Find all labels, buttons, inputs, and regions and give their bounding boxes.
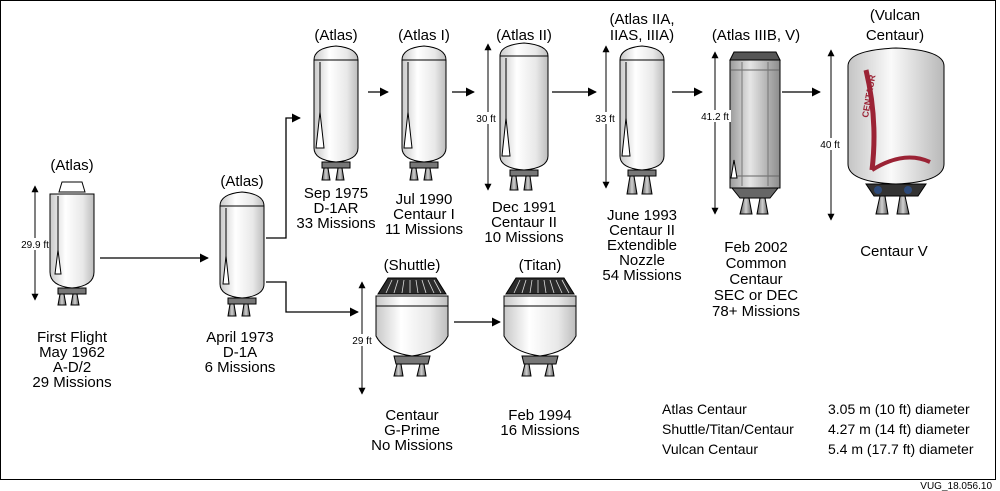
stage-c1: (Atlas I) Jul 1990 Centaur I 11 Missions: [385, 27, 463, 238]
stage-ad2-dimension-label: 29.9 ft: [21, 240, 49, 251]
stage-ad2-vehicle: [49, 181, 95, 306]
stage-c2-dimension-label: 30 ft: [476, 114, 496, 125]
stage-c2: (Atlas II) 30 ft Dec 1991 Centaur II 10 …: [474, 27, 564, 246]
arrow-d1a-to-d1ar: [266, 113, 301, 239]
stage-common: (Atlas IIIB, V) 41.2 ft Feb 2002 Common …: [701, 27, 800, 320]
stage-common-caption-5: 78+ Missions: [712, 303, 800, 320]
stage-d1ar-vehicle: [313, 45, 359, 181]
stage-common-caption-2: Common: [726, 255, 787, 272]
stage-titan: (Titan) Feb 1994 16 Missions: [500, 257, 579, 439]
stage-c2ext-vehicle: [619, 45, 665, 195]
stage-cv-dimension-label: 40 ft: [820, 140, 840, 151]
stage-common-caption-1: Feb 2002: [724, 239, 787, 256]
stage-d1a-top-label: (Atlas): [220, 173, 263, 190]
stage-gprime: (Shuttle) 29 ft Centaur G-Prime No Missi…: [350, 257, 453, 454]
legend-name-2: Shuttle/Titan/Centaur: [662, 421, 794, 437]
stage-ad2-caption-4: 29 Missions: [32, 374, 111, 391]
stage-ad2-caption-2: May 1962: [39, 344, 105, 361]
legend-name-1: Atlas Centaur: [662, 401, 747, 417]
stage-common-vehicle: [729, 51, 781, 215]
stage-c2-caption-3: 10 Missions: [484, 229, 563, 246]
stage-gprime-dimension: 29 ft: [350, 281, 374, 395]
stage-gprime-dimension-label: 29 ft: [352, 336, 372, 347]
stage-common-top-label: (Atlas IIIB, V): [712, 27, 800, 44]
diameter-legend: Atlas Centaur 3.05 m (10 ft) diameter Sh…: [662, 401, 974, 457]
arrow-d1a-to-gprime: [266, 281, 359, 317]
stage-d1ar: (Atlas) Sep 1975 D-1AR 33 Missions: [296, 27, 375, 232]
stage-d1a-vehicle: [219, 191, 265, 317]
stage-d1ar-caption-2: D-1AR: [313, 200, 358, 217]
diagram-frame: [0, 0, 996, 480]
stage-c1-caption-3: 11 Missions: [385, 221, 463, 238]
stage-c2-caption-1: Dec 1991: [492, 199, 556, 216]
stage-c2-top-label: (Atlas II): [496, 27, 552, 44]
figure-id: VUG_18.056.10: [920, 481, 992, 491]
stage-cv: (Vulcan Centaur) CENTAUR 40 ft Centaur V: [817, 7, 945, 260]
stage-d1a-caption-1: April 1973: [206, 329, 274, 346]
stage-c1-vehicle: [401, 45, 447, 181]
stage-cv-top-label-2: Centaur): [866, 27, 924, 44]
stage-c2ext-caption-1: June 1993: [607, 207, 677, 224]
stage-c2ext-top-label-1: (Atlas IIA,: [609, 11, 674, 28]
stage-c2ext-dimension-label: 33 ft: [595, 114, 615, 125]
stage-c2ext-top-label-2: IIAS, IIIA): [610, 27, 674, 44]
stage-ad2-caption-3: A-D/2: [53, 359, 91, 376]
stage-d1a: (Atlas) April 1973 D-1A 6 Missions: [205, 173, 276, 376]
stage-d1ar-caption-3: 33 Missions: [296, 215, 375, 232]
stage-gprime-caption-3: No Missions: [371, 437, 453, 454]
stage-ad2-top-label: (Atlas): [50, 157, 93, 174]
stage-titan-top-label: (Titan): [519, 257, 562, 274]
stage-c2ext-caption-3: Extendible: [607, 237, 677, 254]
stage-gprime-top-label: (Shuttle): [384, 257, 441, 274]
stage-cv-dimension: 40 ft: [817, 49, 843, 221]
stage-c2ext-caption-2: Centaur II: [609, 222, 675, 239]
stage-d1ar-caption-1: Sep 1975: [304, 185, 368, 202]
stage-titan-caption-1: Feb 1994: [508, 407, 571, 424]
stage-c2ext-caption-4: Nozzle: [619, 252, 665, 269]
stage-cv-caption-1: Centaur V: [860, 243, 928, 260]
stage-c1-caption-2: Centaur I: [393, 206, 455, 223]
stage-ad2-caption-1: First Flight: [37, 329, 108, 346]
stage-titan-caption-2: 16 Missions: [500, 422, 579, 439]
stage-common-caption-4: SEC or DEC: [714, 287, 798, 304]
stage-common-dimension-label: 41.2 ft: [701, 112, 729, 123]
stage-c1-top-label: (Atlas I): [398, 27, 450, 44]
stage-gprime-caption-1: Centaur: [385, 407, 438, 424]
stage-gprime-vehicle: [375, 277, 449, 377]
stage-c2ext-dimension: 33 ft: [594, 45, 618, 189]
stage-d1ar-top-label: (Atlas): [314, 27, 357, 44]
stage-c2-dimension: 30 ft: [474, 43, 498, 191]
stage-cv-top-label-1: (Vulcan: [870, 7, 920, 24]
stage-c2ext-caption-5: 54 Missions: [602, 267, 681, 284]
legend-name-3: Vulcan Centaur: [662, 441, 758, 457]
stage-gprime-caption-2: G-Prime: [384, 422, 440, 439]
stage-common-caption-3: Centaur: [729, 271, 782, 288]
legend-value-2: 4.27 m (14 ft) diameter: [828, 421, 970, 437]
stage-d1a-caption-3: 6 Missions: [205, 359, 276, 376]
stage-c2-vehicle: [499, 42, 549, 191]
stage-c2-caption-2: Centaur II: [491, 214, 557, 231]
stage-c1-caption-1: Jul 1990: [396, 191, 453, 208]
stage-d1a-caption-2: D-1A: [223, 344, 257, 361]
legend-value-1: 3.05 m (10 ft) diameter: [828, 401, 970, 417]
stage-ad2: (Atlas) 29.9 ft First Flight May 1962 A-…: [21, 157, 112, 391]
stage-common-dimension: 41.2 ft: [701, 51, 731, 215]
stage-ad2-dimension: 29.9 ft: [21, 185, 49, 301]
stage-titan-vehicle: [503, 277, 577, 377]
stage-c2ext: (Atlas IIA, IIAS, IIIA) 33 ft June 1993 …: [594, 11, 682, 284]
legend-value-3: 5.4 m (17.7 ft) diameter: [828, 441, 974, 457]
stage-cv-vehicle: CENTAUR: [847, 47, 945, 215]
